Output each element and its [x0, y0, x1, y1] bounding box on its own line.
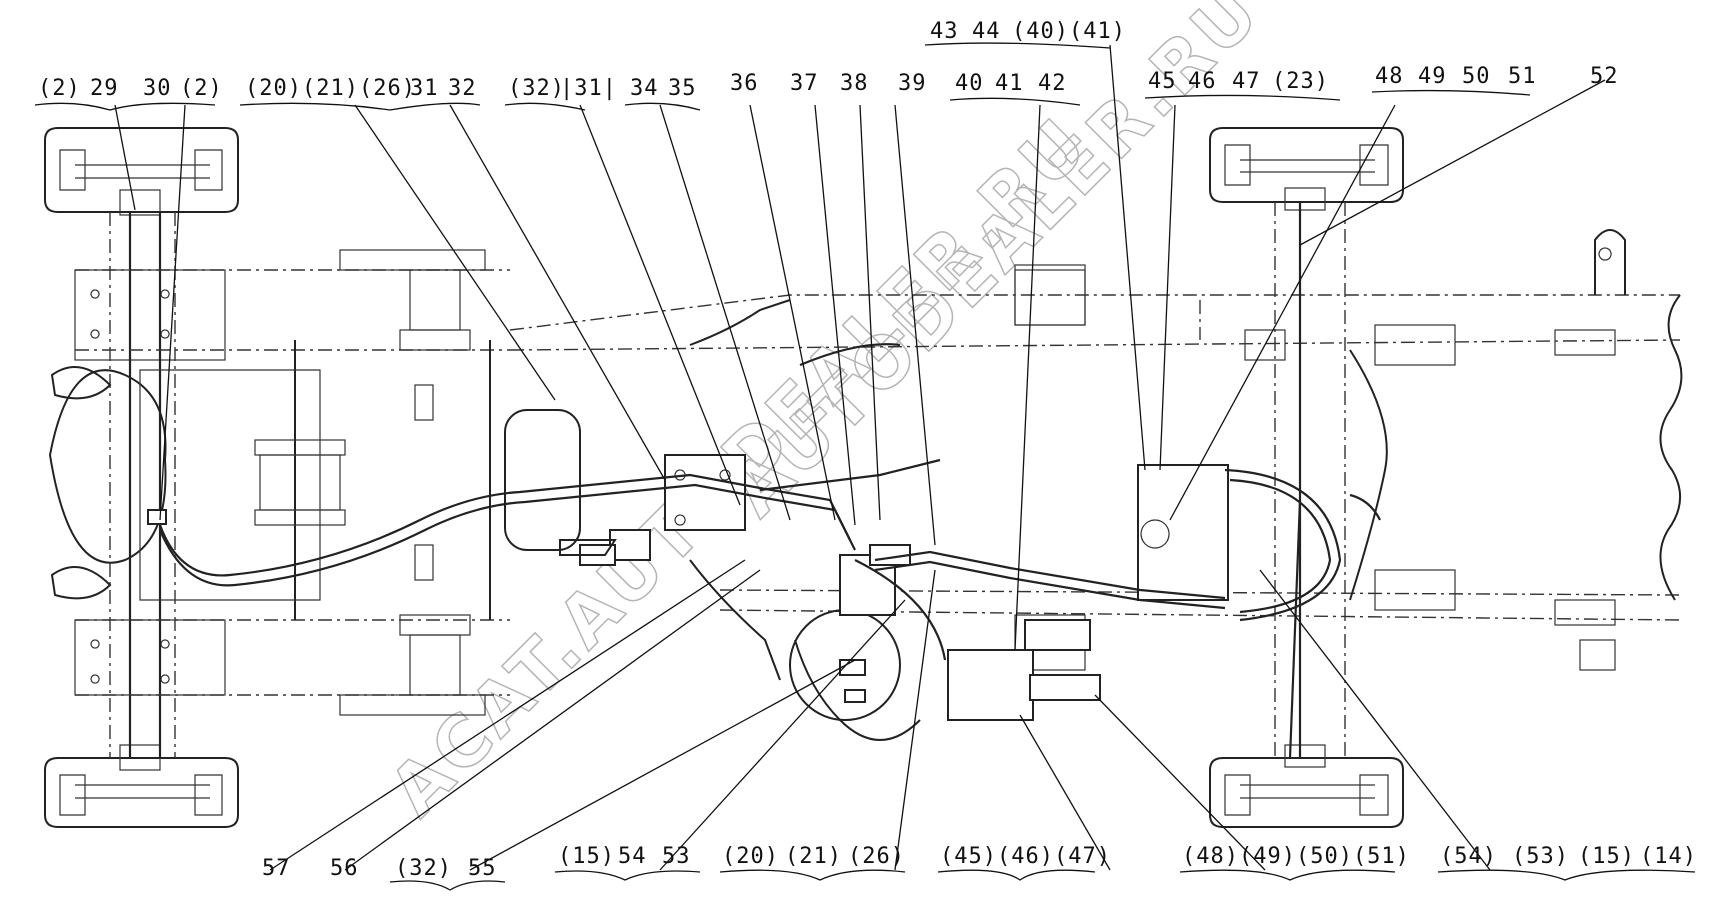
articulation-joint-center: [254, 439, 346, 526]
callout-label: 29: [90, 76, 119, 101]
callout-label: 56: [330, 856, 359, 881]
callout-label: 43: [930, 19, 959, 44]
articulation-joint-lower: [339, 614, 486, 716]
callout-label: 45: [1148, 69, 1177, 94]
callout-label: (32): [508, 76, 565, 101]
callout-label: 41: [995, 71, 1024, 96]
rear-left-wheel: [1209, 127, 1404, 211]
rear-right-wheel: [1209, 744, 1404, 828]
callout-label: (26): [848, 844, 905, 869]
bottom-callouts: 57 56 (32) 55 (15) 54 53 (20) (21) (26) …: [262, 844, 1697, 891]
callout-label: 53: [662, 844, 691, 869]
articulation-joint-upper: [339, 249, 486, 351]
brake-cylinder-lower: [947, 649, 1034, 721]
callout-label: (20): [722, 844, 779, 869]
callout-label: 57: [262, 856, 291, 881]
callout-label: (15): [1578, 844, 1635, 869]
callout-label: 40: [955, 71, 984, 96]
callout-label: 32: [448, 76, 477, 101]
callout-label: 42: [1038, 71, 1067, 96]
callout-label: (48)(49)(50)(51): [1182, 844, 1410, 869]
front-left-wheel: [44, 127, 239, 216]
callout-label: (32): [395, 856, 452, 881]
callout-label: 30: [143, 76, 172, 101]
callout-label: 44: [972, 19, 1001, 44]
callout-label: 39: [898, 71, 927, 96]
callout-label: 54: [618, 844, 647, 869]
callout-label: (23): [1272, 69, 1329, 94]
front-axle-assembly: [44, 127, 239, 828]
callout-label: 52: [1590, 64, 1619, 89]
callout-label: (2): [38, 76, 81, 101]
callout-label: 38: [840, 71, 869, 96]
brake-components: [504, 264, 1229, 741]
leader-lines: [114, 44, 1606, 871]
callout-label: 37: [790, 71, 819, 96]
callout-label: (15): [558, 844, 615, 869]
callout-label: (45)(46)(47): [940, 844, 1111, 869]
main-frame: [75, 229, 1683, 716]
front-right-wheel: [44, 744, 239, 828]
callout-label: (14): [1640, 844, 1697, 869]
callout-label: (2): [180, 76, 223, 101]
callout-label: 49: [1418, 64, 1447, 89]
callout-label: 36: [730, 71, 759, 96]
callout-label: (53): [1512, 844, 1569, 869]
callout-label: (20)(21)(26): [245, 76, 416, 101]
callout-label: 50: [1462, 64, 1491, 89]
top-callouts: (2) 29 30 (2) (20)(21)(26) 31 32 (32) |3…: [34, 19, 1619, 111]
parking-brake-valve: [1137, 464, 1229, 601]
callout-label: |31|: [560, 76, 617, 101]
brake-lines: [158, 343, 1381, 758]
callout-label: 48: [1375, 64, 1404, 89]
callout-label: (21): [785, 844, 842, 869]
callout-label: 51: [1508, 64, 1537, 89]
callout-label: 34: [630, 76, 659, 101]
callout-label: (40)(41): [1012, 19, 1126, 44]
callout-label: 35: [668, 76, 697, 101]
callout-label: (54): [1440, 844, 1497, 869]
callout-label: 55: [468, 856, 497, 881]
brake-accumulator: [504, 409, 581, 551]
callout-label: 46: [1188, 69, 1217, 94]
callout-label: 31: [410, 76, 439, 101]
callout-label: 47: [1232, 69, 1261, 94]
rear-axle-assembly: [1209, 127, 1404, 828]
